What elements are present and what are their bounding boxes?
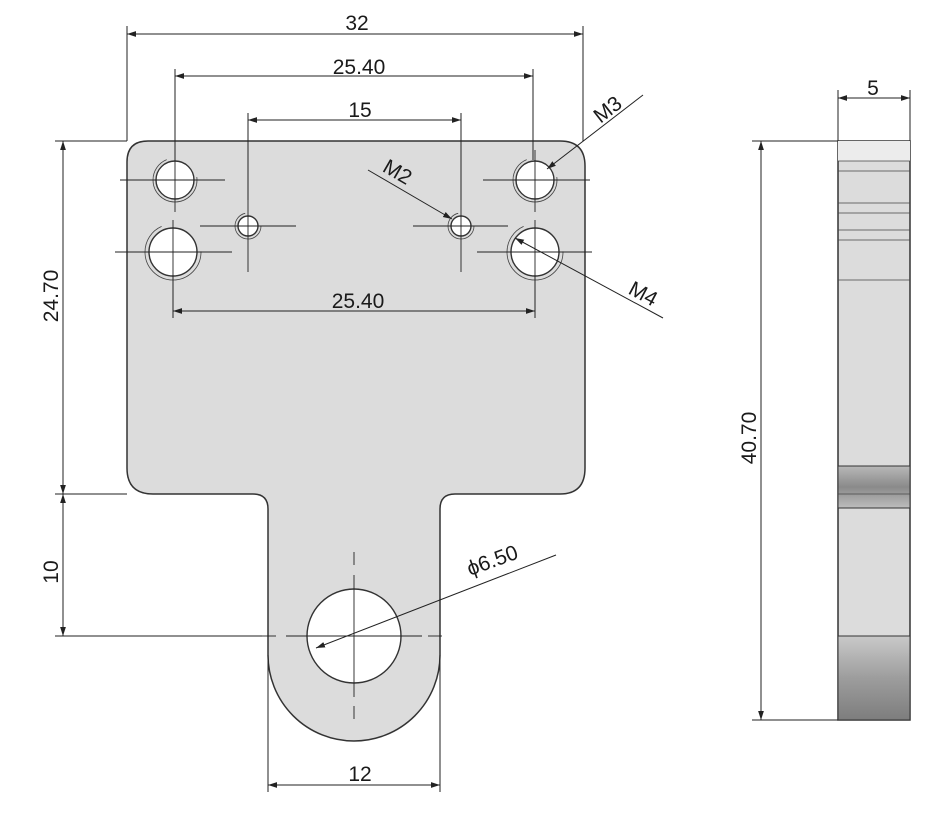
dim-top-hole-spacing: 25.40 xyxy=(174,56,534,160)
dim-plate-height: 24.70 xyxy=(40,140,127,495)
callout-m4-label: M4 xyxy=(625,277,662,311)
dim-overall-width: 32 xyxy=(126,12,584,141)
dim-side-height-label: 40.70 xyxy=(738,412,761,465)
side-body xyxy=(837,140,911,721)
dim-plate-height-label: 24.70 xyxy=(40,270,63,323)
centerlines xyxy=(115,150,592,719)
dim-side-thickness-label: 5 xyxy=(867,77,879,100)
dim-tab-length-label: 10 xyxy=(40,560,63,583)
front-view: 32 25.40 15 25.40 24.70 xyxy=(40,12,664,792)
callout-m3-label: M3 xyxy=(589,92,626,128)
dim-side-thickness: 5 xyxy=(837,77,911,141)
dim-inner-hole-spacing-label: 15 xyxy=(348,99,371,122)
dim-tab-width: 12 xyxy=(267,655,441,792)
side-view: 5 40.70 xyxy=(738,77,911,721)
dim-bottom-hole-spacing: 25.40 xyxy=(172,276,536,318)
dim-inner-hole-spacing: 15 xyxy=(247,99,462,200)
dim-overall-width-label: 32 xyxy=(345,12,368,35)
callout-m3: M3 xyxy=(546,92,644,170)
dim-tab-length: 10 xyxy=(40,494,262,637)
dim-side-height: 40.70 xyxy=(738,140,838,721)
plate-outline xyxy=(126,140,586,742)
callout-bore-label: ϕ6.50 xyxy=(464,541,521,581)
dim-bottom-hole-spacing-label: 25.40 xyxy=(332,290,385,313)
dim-top-hole-spacing-label: 25.40 xyxy=(333,56,386,79)
dim-tab-width-label: 12 xyxy=(348,763,371,786)
